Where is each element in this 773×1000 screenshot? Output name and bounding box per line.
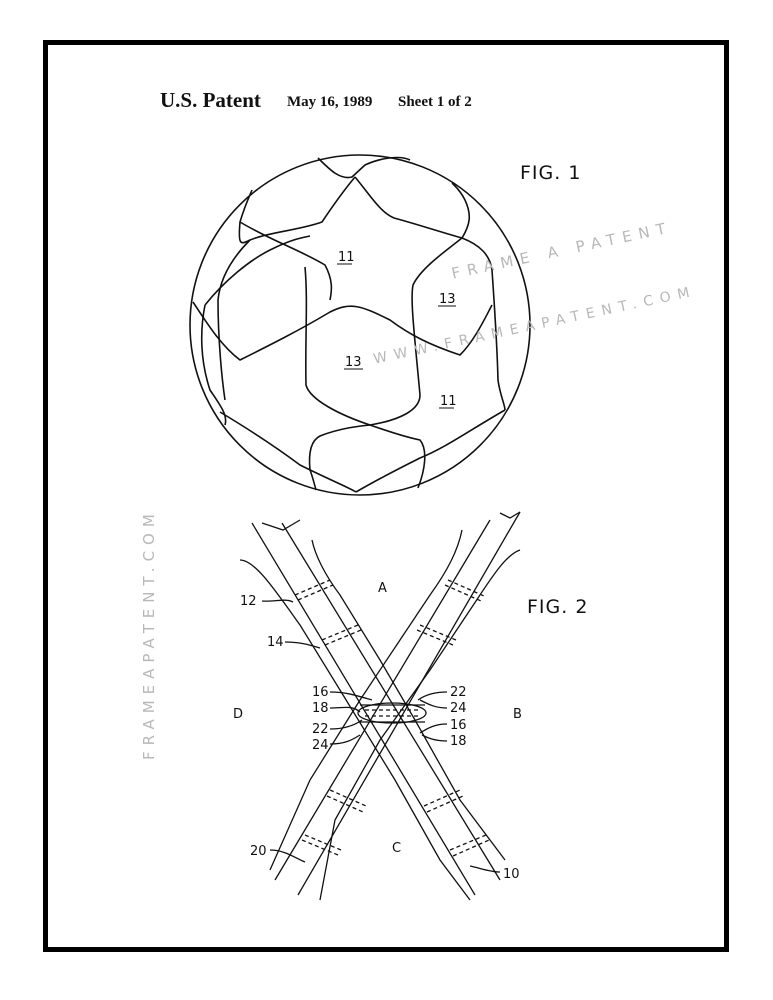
fig2-label: FIG. 2 bbox=[527, 596, 589, 618]
fig2-labels: A B C D 12 14 16 18 22 24 22 24 16 18 20… bbox=[233, 581, 522, 882]
svg-text:12: 12 bbox=[240, 594, 257, 609]
fig1-numerals: 11 13 13 11 bbox=[337, 250, 457, 409]
soccer-ball-drawing bbox=[189, 154, 531, 496]
svg-text:10: 10 bbox=[503, 867, 520, 882]
svg-text:16: 16 bbox=[312, 685, 329, 700]
region-b: B bbox=[513, 707, 522, 722]
svg-text:18: 18 bbox=[450, 734, 467, 749]
numeral-13-center: 13 bbox=[345, 355, 362, 370]
svg-text:24: 24 bbox=[312, 738, 329, 753]
watermark-side: FRAMEAPATENT.COM bbox=[140, 508, 158, 760]
svg-text:22: 22 bbox=[312, 722, 329, 737]
numeral-13-right: 13 bbox=[439, 292, 456, 307]
svg-text:18: 18 bbox=[312, 701, 329, 716]
numeral-11-top: 11 bbox=[338, 250, 355, 265]
numeral-11-bottom: 11 bbox=[440, 394, 457, 409]
region-d: D bbox=[233, 707, 243, 722]
svg-text:20: 20 bbox=[250, 844, 267, 859]
patent-date: May 16, 1989 bbox=[287, 94, 373, 110]
svg-text:14: 14 bbox=[267, 635, 284, 650]
sheet-number: Sheet 1 of 2 bbox=[398, 94, 472, 110]
page-frame bbox=[43, 40, 729, 952]
svg-text:22: 22 bbox=[450, 685, 467, 700]
svg-text:24: 24 bbox=[450, 701, 467, 716]
fig1-label: FIG. 1 bbox=[520, 162, 582, 184]
region-c: C bbox=[392, 841, 401, 856]
crossed-strips-drawing bbox=[239, 511, 521, 901]
patent-label: U.S. Patent bbox=[160, 88, 261, 112]
svg-text:16: 16 bbox=[450, 718, 467, 733]
region-a: A bbox=[378, 581, 387, 596]
